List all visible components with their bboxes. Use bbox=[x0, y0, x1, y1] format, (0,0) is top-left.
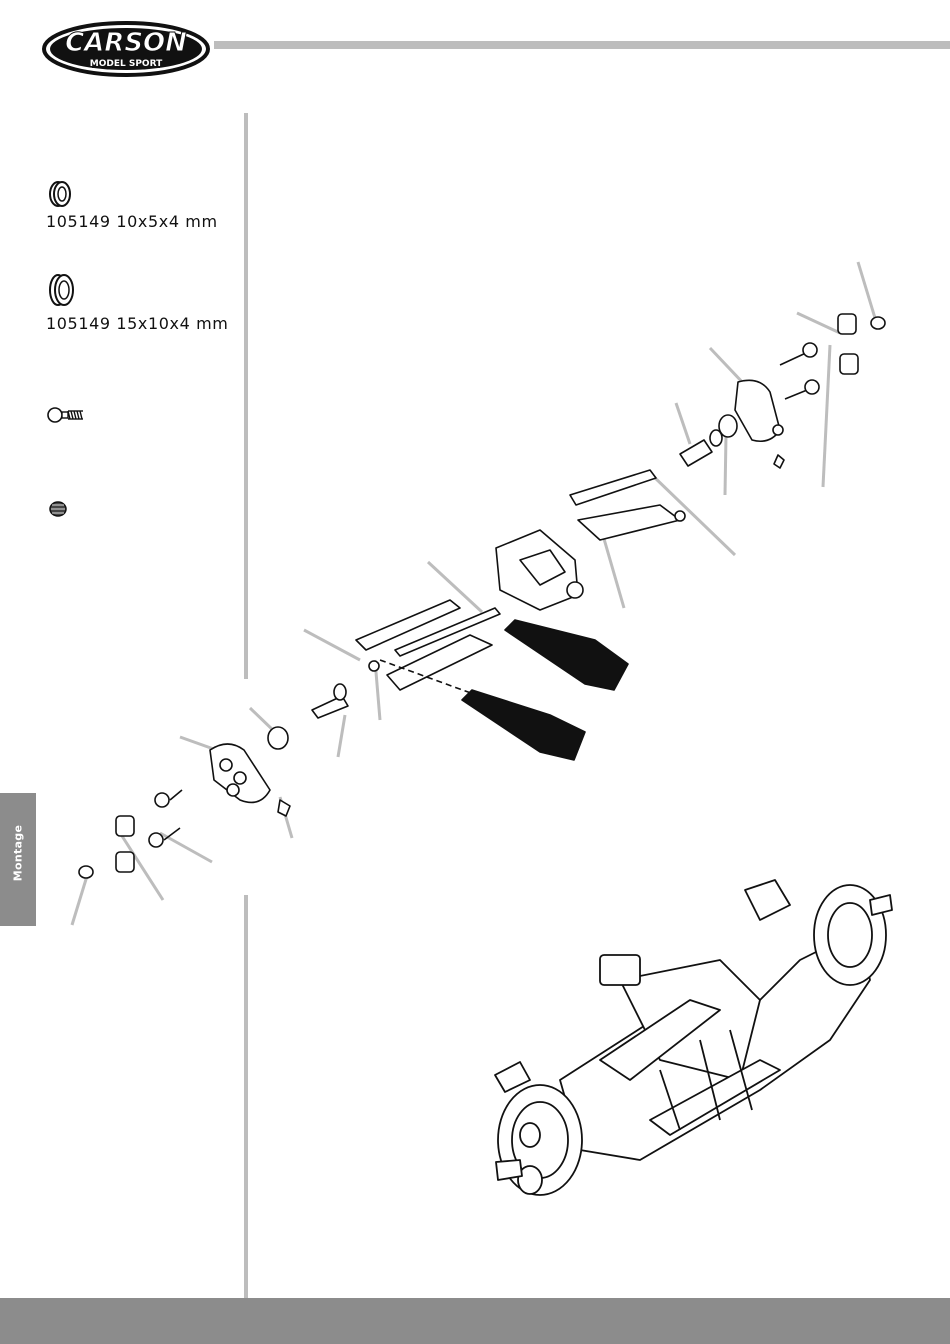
section-tab: Montage bbox=[0, 793, 36, 926]
svg-text:CARSON: CARSON bbox=[65, 28, 187, 58]
small-ball-bearing-icon bbox=[48, 180, 72, 208]
svg-text:MODEL SPORT: MODEL SPORT bbox=[90, 59, 163, 69]
assembled-axle-illustration bbox=[480, 870, 900, 1210]
header-rule bbox=[214, 41, 950, 49]
exploded-view-illustration bbox=[60, 250, 940, 950]
section-tab-label: Montage bbox=[12, 825, 25, 881]
footer-bar bbox=[0, 1298, 950, 1344]
carson-logo: CARSON MODEL SPORT bbox=[40, 20, 212, 78]
column-divider-bottom bbox=[244, 895, 248, 1300]
part-label-small-bearing: 105149 10x5x4 mm bbox=[46, 212, 218, 231]
